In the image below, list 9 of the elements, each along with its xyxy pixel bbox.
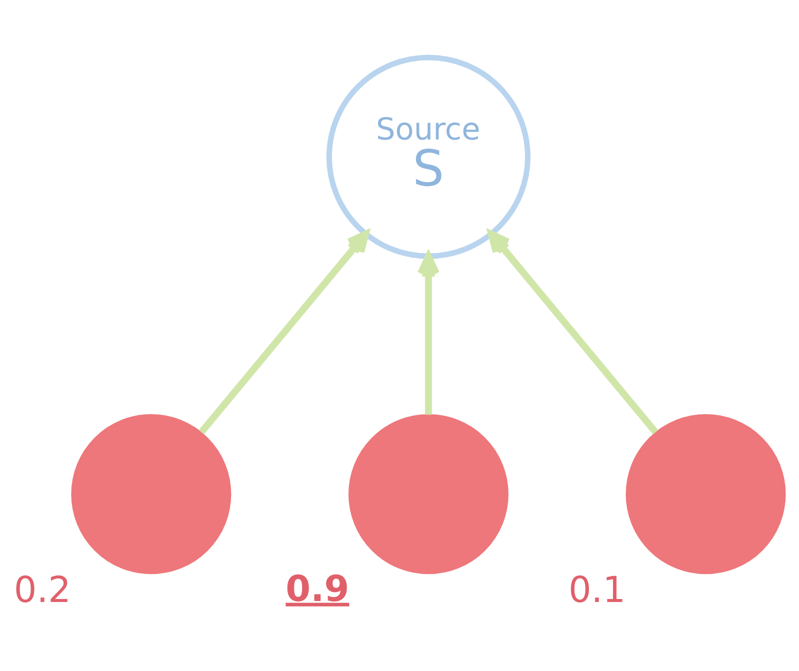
node-label: 0.2	[14, 570, 71, 612]
arrow	[198, 230, 369, 434]
node-circle: Source S	[326, 54, 531, 259]
node-label: 0.1	[568, 570, 626, 612]
node-circle	[626, 414, 786, 574]
node-label: 0.9	[286, 568, 350, 610]
node-circle	[71, 414, 232, 574]
arrow	[488, 230, 658, 434]
node-circle	[348, 414, 508, 574]
